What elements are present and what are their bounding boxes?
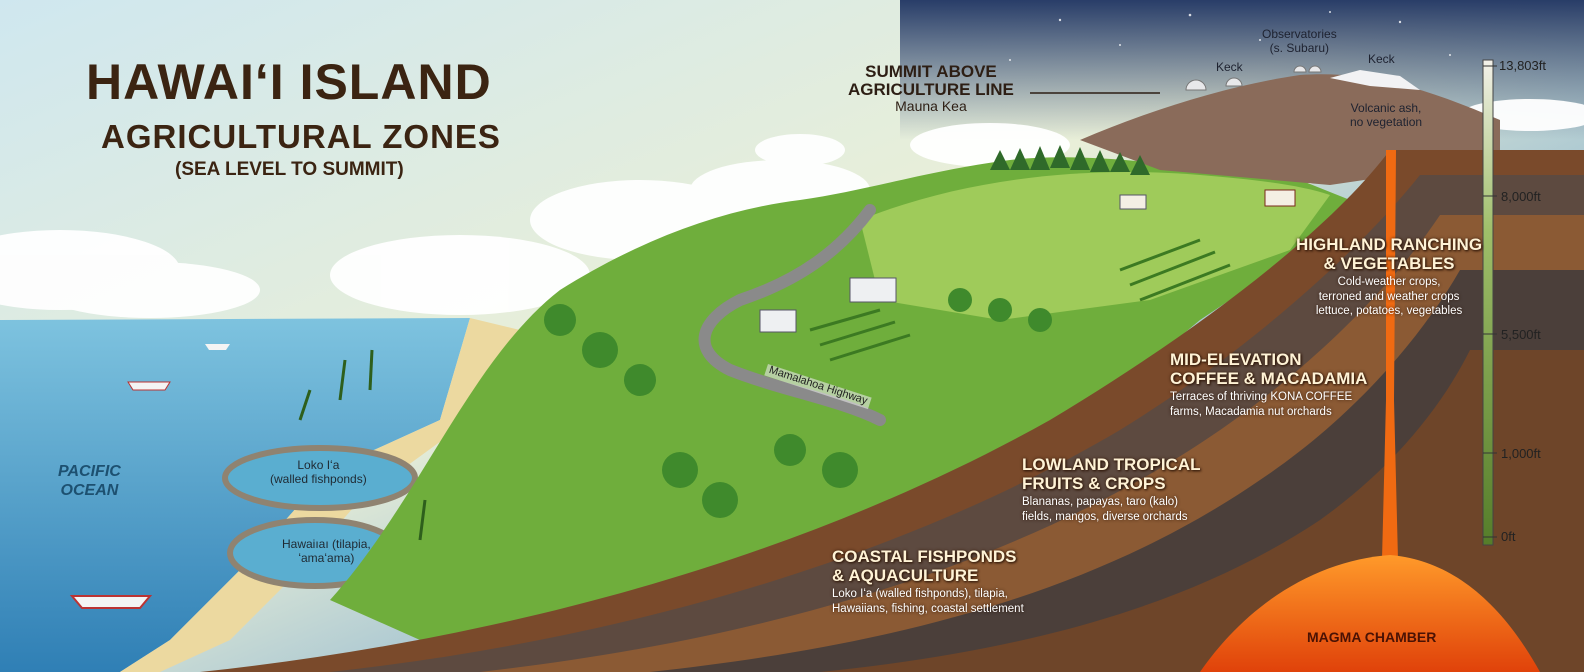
observatory-domes	[1185, 65, 1322, 91]
coastal-desc-line-2: Hawaiians, fishing, coastal settlement	[832, 602, 1024, 615]
lowland-zone-label: LOWLAND TROPICAL FRUITS & CROPS Blananas…	[1022, 455, 1201, 524]
elevation-scale-bar	[1482, 59, 1494, 546]
ocean-line-2: OCEAN	[60, 482, 119, 500]
boats	[69, 344, 230, 609]
pacific-ocean-label: PACIFIC OCEAN	[58, 462, 121, 500]
fishpond-1-line-1: Loko Iʻa	[297, 458, 340, 472]
volcanic-ash-line-2: no vegetation	[1350, 115, 1423, 130]
volcanic-ash-label: Volcanic ash, no vegetation	[1350, 101, 1422, 130]
elevation-label-5500: 5,500ft	[1501, 327, 1541, 342]
fishpond-1-line-2: (walled fishponds)	[270, 472, 367, 487]
magma-conduit	[1382, 150, 1398, 560]
orchard-trees	[544, 288, 1052, 518]
elevation-label-sea-level: 0ft	[1501, 529, 1516, 544]
mid-desc-line-1: Terraces of thriving KONA COFFEE	[1170, 391, 1353, 404]
title-subtitle: (SEA LEVEL TO SUMMIT)	[175, 159, 404, 180]
crop-rows	[809, 238, 1231, 362]
summit-heading-line-2: AGRICULTURE LINE	[848, 79, 1014, 99]
lowland-heading-line-2: FRUITS & CROPS	[1022, 473, 1166, 493]
clouds	[0, 99, 1584, 413]
keck-right-label: Keck	[1368, 52, 1395, 66]
mid-heading-line-2: COFFEE & MACADAMIA	[1170, 368, 1368, 388]
highland-pasture	[860, 172, 1330, 320]
coastal-zone-label: COASTAL FISHPONDS & AQUACULTURE Loko Iʻa…	[832, 547, 1024, 616]
highland-desc-line-3: lettuce, potatoes, vegetables	[1315, 305, 1463, 318]
observatories-line-1: Observatories	[1262, 27, 1337, 41]
elevation-label-summit: 13,803ft	[1499, 58, 1546, 73]
fishpond-2-label: Hawaiıaı (tilapia, ʻamaʻama)	[282, 537, 371, 566]
lowland-heading-line-1: LOWLAND TROPICAL	[1022, 455, 1201, 474]
highland-desc-line-2: terroned and weather crops	[1318, 290, 1460, 303]
forest-band	[990, 145, 1150, 175]
farm-buildings	[759, 189, 1296, 333]
summit-subtitle: Mauna Kea	[895, 97, 967, 114]
coastal-heading-line-2: & AQUACULTURE	[832, 565, 979, 585]
summit-snow	[1330, 70, 1420, 90]
magma-chamber	[1200, 555, 1540, 672]
coastal-desc-line-1: Loko Iʻa (walled fishponds), tilapia,	[832, 588, 1008, 601]
coastal-heading-line-1: COASTAL FISHPONDS	[832, 547, 1017, 566]
summit-label: SUMMIT ABOVE AGRICULTURE LINE Mauna Kea	[848, 63, 1014, 113]
volcanic-ash-line-1: Volcanic ash,	[1350, 101, 1422, 115]
highland-zone-label: HIGHLAND RANCHING & VEGETABLES Cold-weat…	[1296, 235, 1483, 319]
elevation-label-8000: 8,000ft	[1501, 189, 1541, 204]
summit-heading-line-1: SUMMIT ABOVE	[865, 62, 997, 81]
lowland-desc-line-1: Blananas, papayas, taro (kalo)	[1022, 496, 1178, 509]
fishpond-1	[222, 445, 418, 511]
lowland-desc-line-2: fields, mangos, diverse orchards	[1022, 510, 1188, 523]
mid-desc-line-2: farms, Macadamia nut orchards	[1170, 405, 1332, 418]
ocean-line-1: PACIFIC	[58, 463, 121, 480]
elevation-scale-ticks	[1483, 65, 1497, 538]
keck-left-label: Keck	[1216, 60, 1243, 74]
observatories-label: Observatories (s. Subaru)	[1262, 27, 1337, 56]
fishpond-2-line-2: ʻamaʻama)	[298, 551, 355, 566]
fishpond-2-line-1: Hawaiıaı (tilapia,	[282, 537, 371, 551]
elevation-label-1000: 1,000ft	[1501, 446, 1541, 461]
mamalahoa-highway	[698, 204, 886, 426]
fishpond-1-label: Loko Iʻa (walled fishponds)	[270, 458, 367, 487]
highland-heading-line-1: HIGHLAND RANCHING	[1296, 235, 1483, 254]
palm-trees	[298, 349, 427, 541]
magma-chamber-label: MAGMA CHAMBER	[1307, 629, 1437, 645]
mid-heading-line-1: MID-ELEVATION	[1170, 350, 1302, 369]
stars	[1009, 11, 1451, 61]
highland-desc-line-1: Cold-weather crops,	[1337, 276, 1441, 289]
title-sub: AGRICULTURAL ZONES	[101, 118, 501, 155]
mid-elevation-zone-label: MID-ELEVATION COFFEE & MACADAMIA Terrace…	[1170, 350, 1368, 419]
observatories-line-2: (s. Subaru)	[1269, 41, 1330, 56]
highland-heading-line-2: & VEGETABLES	[1323, 253, 1455, 273]
title-main: HAWAIʻI ISLAND	[86, 54, 492, 110]
